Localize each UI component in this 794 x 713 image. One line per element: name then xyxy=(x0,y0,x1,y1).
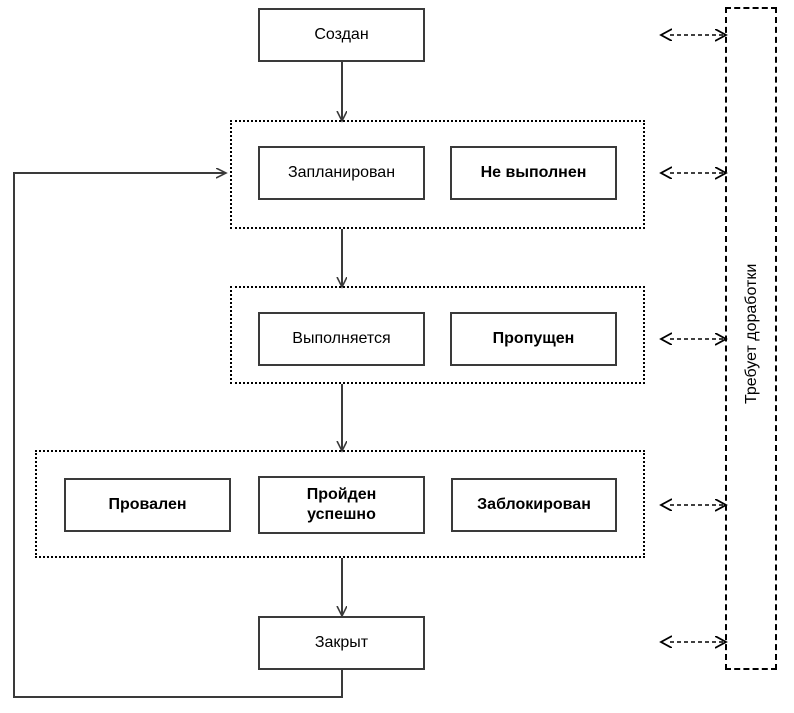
node-planned[interactable]: Запланирован xyxy=(258,146,425,200)
node-skipped[interactable]: Пропущен xyxy=(450,312,617,366)
edge-closed-loop-to-planned xyxy=(13,173,343,698)
group-planned-notdone xyxy=(230,120,645,229)
node-created[interactable]: Создан xyxy=(258,8,425,62)
node-blocked[interactable]: Заблокирован xyxy=(451,478,617,532)
node-running[interactable]: Выполняется xyxy=(258,312,425,366)
node-failed[interactable]: Провален xyxy=(64,478,231,532)
node-closed[interactable]: Закрыт xyxy=(258,616,425,670)
node-passed[interactable]: Пройден успешно xyxy=(258,476,425,534)
node-not-done[interactable]: Не выполнен xyxy=(450,146,617,200)
side-panel-label: Требует доработки xyxy=(743,263,760,404)
group-running-skipped xyxy=(230,286,645,384)
